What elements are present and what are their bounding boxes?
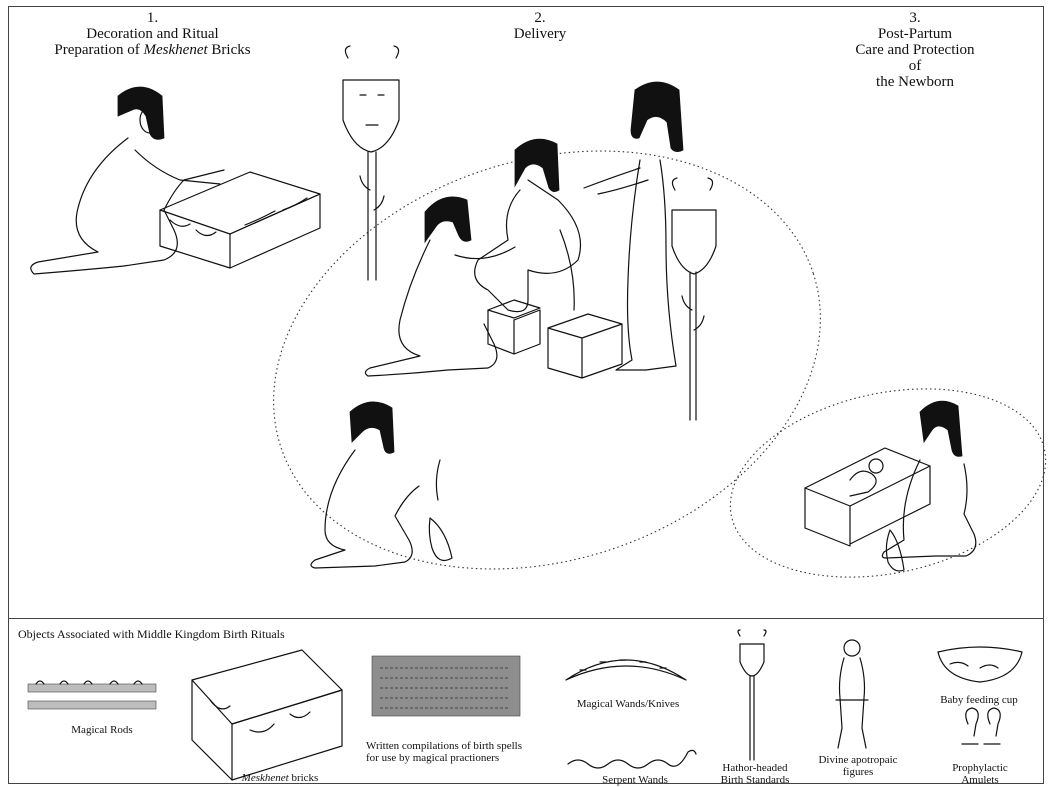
kneeling-woman-decorating-figure <box>31 87 224 274</box>
kneeling-woman-with-wand-figure <box>311 402 452 568</box>
birthing-mother-figure <box>475 139 581 311</box>
wands-knives-caption: Magical Wands/Knives <box>558 698 698 710</box>
birth-spells-papyrus-illustration <box>372 656 520 716</box>
midwife-kneeling-figure <box>365 197 515 376</box>
meskhenet-bricks-illustration <box>192 650 342 780</box>
feeding-cup-caption: Baby feeding cup <box>924 694 1034 706</box>
prophylactic-amulets-illustration <box>962 708 1000 744</box>
birth-spells-caption: Written compilations of birth spells for… <box>366 740 546 764</box>
birth-standards-caption: Hathor-headed Birth Standards <box>705 762 805 786</box>
meskhenet-brick-stage-1 <box>160 172 320 268</box>
hathor-standard-right <box>672 178 716 420</box>
newborn-dotted-oval <box>713 362 1050 605</box>
hathor-standard-left <box>343 46 399 280</box>
magical-rods-illustration <box>28 681 156 709</box>
standing-attendant-figure <box>584 82 683 370</box>
magical-rods-caption: Magical Rods <box>50 724 154 736</box>
meskhenet-bricks-caption: Meskhenet bricks <box>220 772 340 784</box>
hathor-birth-standard-illustration <box>738 630 766 760</box>
apotropaic-figures-caption: Divine apotropaic figures <box>808 754 908 778</box>
objects-heading: Objects Associated with Middle Kingdom B… <box>18 628 285 640</box>
meskhenet-birth-bricks-pair <box>488 300 622 378</box>
divine-apotropaic-figure-illustration <box>836 640 868 748</box>
baby-feeding-cup-illustration <box>938 647 1022 682</box>
serpent-wand-illustration <box>568 750 696 768</box>
magical-wand-illustration <box>566 660 686 680</box>
serpent-wands-caption: Serpent Wands <box>580 774 690 786</box>
newborn-on-bricks-group <box>805 401 976 571</box>
amulets-caption: Prophylactic Amulets <box>930 762 1030 786</box>
